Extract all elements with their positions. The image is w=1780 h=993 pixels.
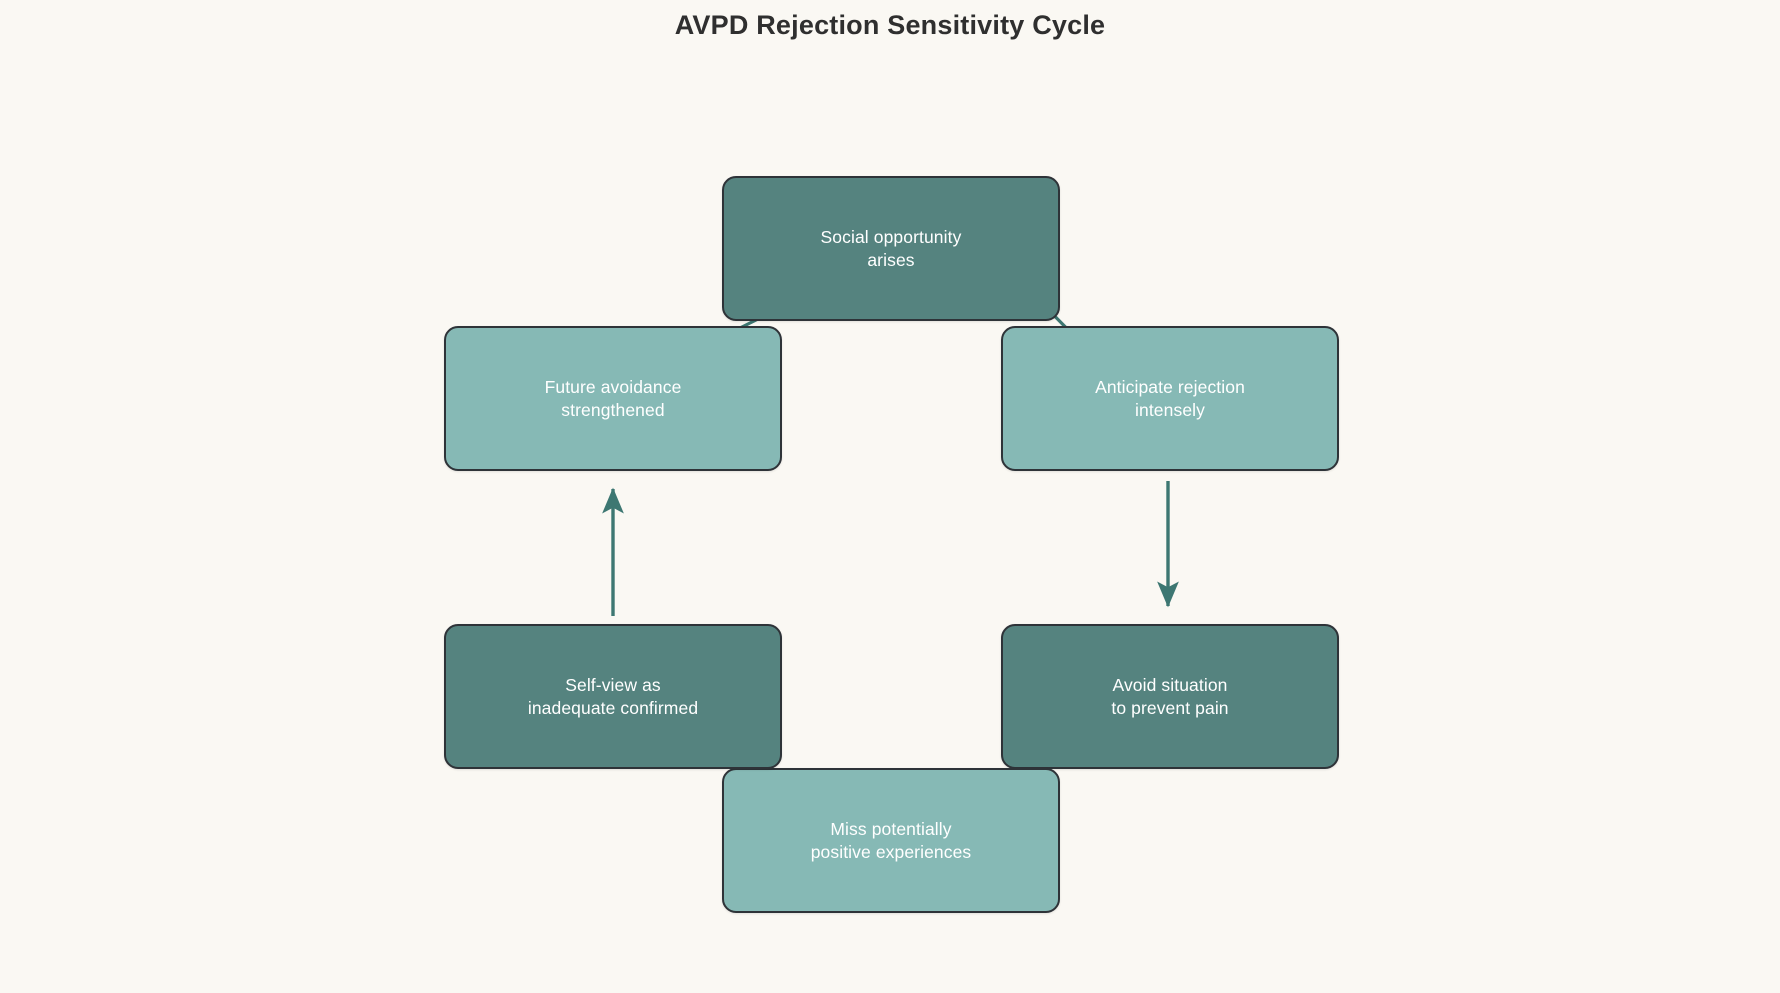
node-label: Self-view as inadequate confirmed [527, 675, 699, 718]
node-label: Future avoidance strengthened [544, 377, 682, 420]
node-miss-potentially-positive-experiences[interactable]: Miss potentially positive experiences [722, 768, 1060, 913]
node-self-view-as-inadequate-confirmed[interactable]: Self-view as inadequate confirmed [444, 624, 782, 769]
node-label: Miss potentially positive experiences [810, 819, 972, 862]
node-label: Anticipate rejection intensely [1095, 377, 1245, 420]
node-social-opportunity-arises[interactable]: Social opportunity arises [722, 176, 1060, 321]
node-label: Social opportunity arises [820, 227, 962, 270]
node-avoid-situation-to-prevent-pain[interactable]: Avoid situation to prevent pain [1001, 624, 1339, 769]
node-anticipate-rejection-intensely[interactable]: Anticipate rejection intensely [1001, 326, 1339, 471]
node-future-avoidance-strengthened[interactable]: Future avoidance strengthened [444, 326, 782, 471]
page-title: AVPD Rejection Sensitivity Cycle [674, 10, 1106, 40]
node-label: Avoid situation to prevent pain [1111, 675, 1229, 718]
